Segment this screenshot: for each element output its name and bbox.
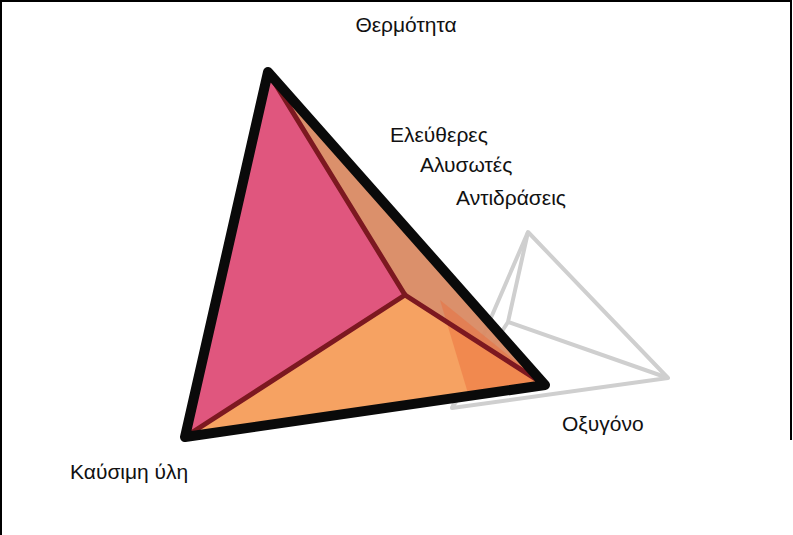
face-label: Αλυσωτές [420,153,512,177]
face-label: Αντιδράσεις [456,186,566,210]
tetrahedron-outline [185,72,545,437]
vertex-label: Καύσιμη ύλη [70,460,188,484]
edge-line [268,72,405,295]
face-label: Ελεύθερες [390,123,488,147]
vertex-label: Θερμότητα [355,13,456,37]
vertex-label: Οξυγόνο [562,412,644,436]
edge-line [185,295,405,437]
inner-edges [185,72,545,437]
